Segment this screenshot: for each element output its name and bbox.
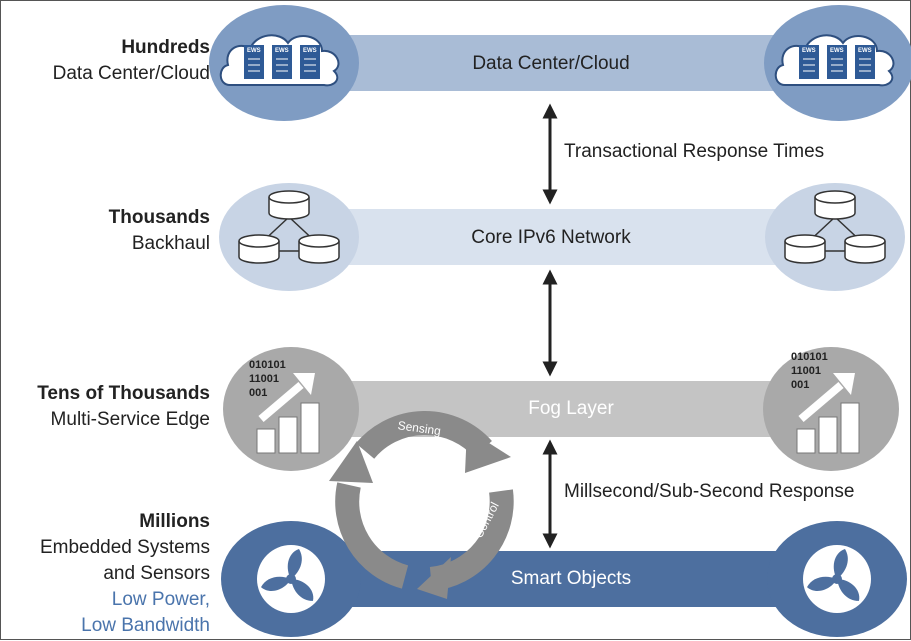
tier-label-millions: Millions Embedded Systems and Sensors Lo…: [40, 509, 210, 639]
fan-sensor-icon: [257, 545, 325, 613]
server-tag: EWS: [858, 48, 872, 54]
cloud-servers-icon: EWS EWS EWS: [774, 34, 895, 87]
cycle-label-sensing: Sensing: [397, 418, 442, 438]
cloud-tier: EWS EWS EWS EWS EWS EWS: [209, 5, 911, 121]
tier-description: Multi-Service Edge: [50, 409, 210, 430]
cycle-arrowhead: [417, 557, 451, 599]
server-tag: EWS: [303, 48, 317, 54]
tier-label-thousands: Thousands Backhaul: [109, 205, 210, 257]
cycle-arrowhead: [329, 441, 373, 483]
server-tag: EWS: [802, 48, 816, 54]
fan-sensor-icon: [803, 545, 871, 613]
binary-data-text: 010101 11001 001: [791, 351, 828, 391]
tier-constraint: Low Bandwidth: [81, 615, 210, 636]
binary-data-text: 010101 11001 001: [249, 359, 286, 399]
server-tag: EWS: [275, 48, 289, 54]
annotation-transactional: Transactional Response Times: [564, 141, 825, 162]
database-network-icon: [238, 190, 340, 264]
fog-bar: [271, 381, 831, 437]
core-node-left: [219, 183, 359, 291]
fog-tier: [223, 347, 899, 471]
bar-label-fog: Fog Layer: [528, 398, 614, 419]
tier-label-hundreds: Hundreds Data Center/Cloud: [53, 35, 210, 87]
smart-tier: [221, 521, 907, 637]
tier-description: Data Center/Cloud: [52, 63, 210, 84]
growth-chart-icon: [256, 373, 320, 454]
cloud-servers-icon: EWS EWS EWS: [219, 34, 340, 87]
tier-description: and Sensors: [103, 563, 210, 584]
annotation-millisecond: Millsecond/Sub-Second Response: [564, 481, 855, 502]
growth-chart-icon: [796, 373, 860, 454]
core-bar: [271, 209, 831, 265]
tier-count: Hundreds: [121, 37, 210, 58]
bar-label-core: Core IPv6 Network: [471, 227, 631, 248]
core-node-right: [765, 183, 905, 291]
tier-description: Backhaul: [131, 233, 210, 254]
bar-label-cloud: Data Center/Cloud: [472, 53, 630, 74]
server-tag: EWS: [247, 48, 261, 54]
tier-count: Tens of Thousands: [37, 383, 210, 404]
database-network-icon: [784, 190, 886, 264]
tier-label-tens-of-thousands: Tens of Thousands Multi-Service Edge: [37, 381, 210, 433]
tier-description: Embedded Systems: [39, 537, 210, 558]
core-tier: [219, 183, 905, 291]
bar-label-smart: Smart Objects: [510, 568, 632, 589]
cycle-arrowhead: [465, 429, 511, 473]
cycle-arc-correlation: [335, 482, 409, 589]
cloud-bar: [271, 35, 831, 91]
tier-count: Thousands: [108, 207, 210, 228]
server-tag: EWS: [830, 48, 844, 54]
tier-count: Millions: [139, 511, 210, 532]
tier-constraint: Low Power,: [111, 589, 210, 610]
